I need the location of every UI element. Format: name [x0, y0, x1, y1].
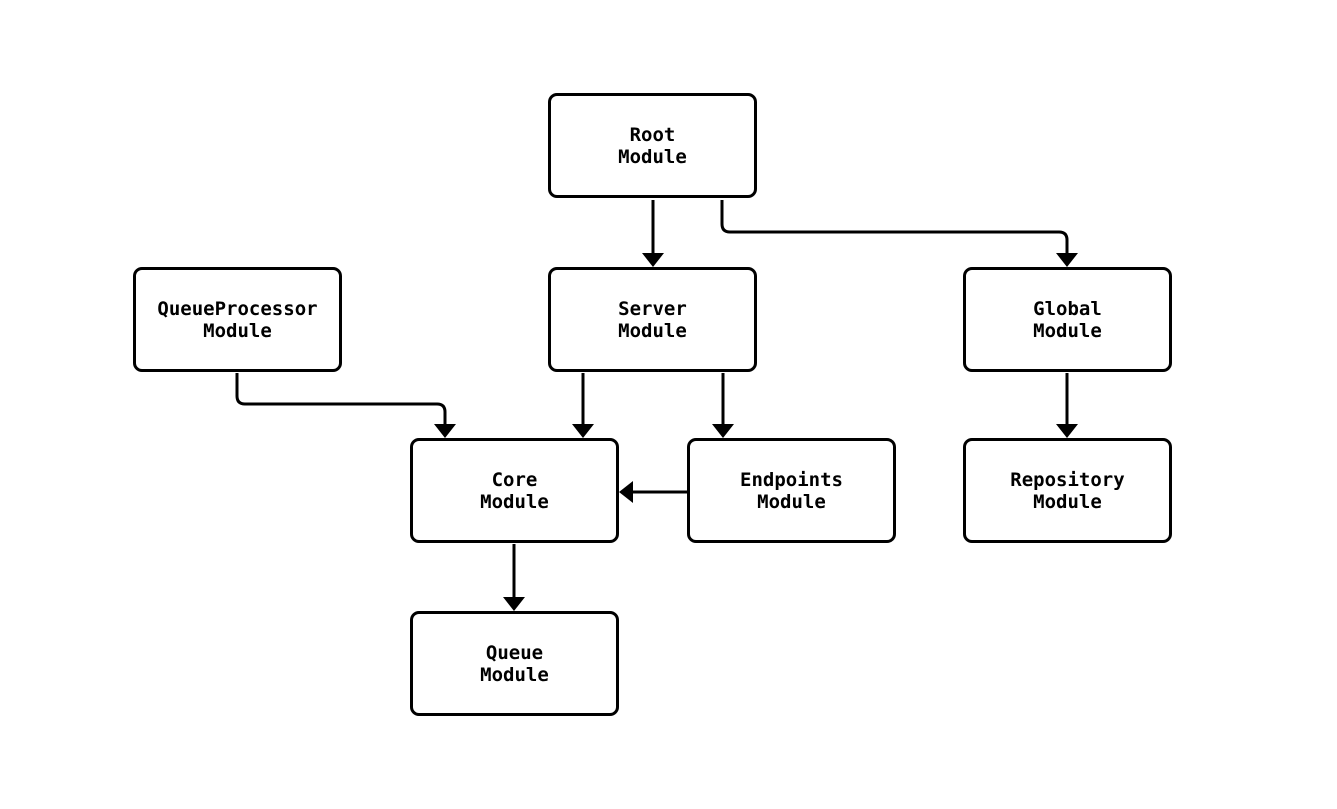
node-global-module-label: Global Module — [1033, 297, 1102, 342]
edge-server-to-endpoints — [712, 373, 734, 438]
edge-queueprocessor-to-core — [235, 373, 456, 438]
node-repository-module: Repository Module — [963, 438, 1172, 543]
node-server-module-label: Server Module — [618, 297, 687, 342]
node-endpoints-module-label: Endpoints Module — [740, 468, 843, 513]
edge-endpoints-to-core — [619, 481, 687, 503]
edge-root-to-global — [720, 200, 1078, 267]
node-repository-module-label: Repository Module — [1010, 468, 1125, 513]
node-root-module: Root Module — [548, 93, 757, 198]
node-root-module-label: Root Module — [618, 123, 687, 168]
edge-global-to-repository — [1056, 373, 1078, 438]
edge-core-to-queue — [503, 544, 525, 611]
edge-root-to-server — [642, 200, 664, 267]
node-queueprocessor-module-label: QueueProcessor Module — [157, 297, 318, 342]
node-endpoints-module: Endpoints Module — [687, 438, 896, 543]
edge-server-to-core — [572, 373, 594, 438]
node-server-module: Server Module — [548, 267, 757, 372]
node-queue-module-label: Queue Module — [480, 641, 549, 686]
node-core-module: Core Module — [410, 438, 619, 543]
node-queueprocessor-module: QueueProcessor Module — [133, 267, 342, 372]
node-core-module-label: Core Module — [480, 468, 549, 513]
node-queue-module: Queue Module — [410, 611, 619, 716]
node-global-module: Global Module — [963, 267, 1172, 372]
